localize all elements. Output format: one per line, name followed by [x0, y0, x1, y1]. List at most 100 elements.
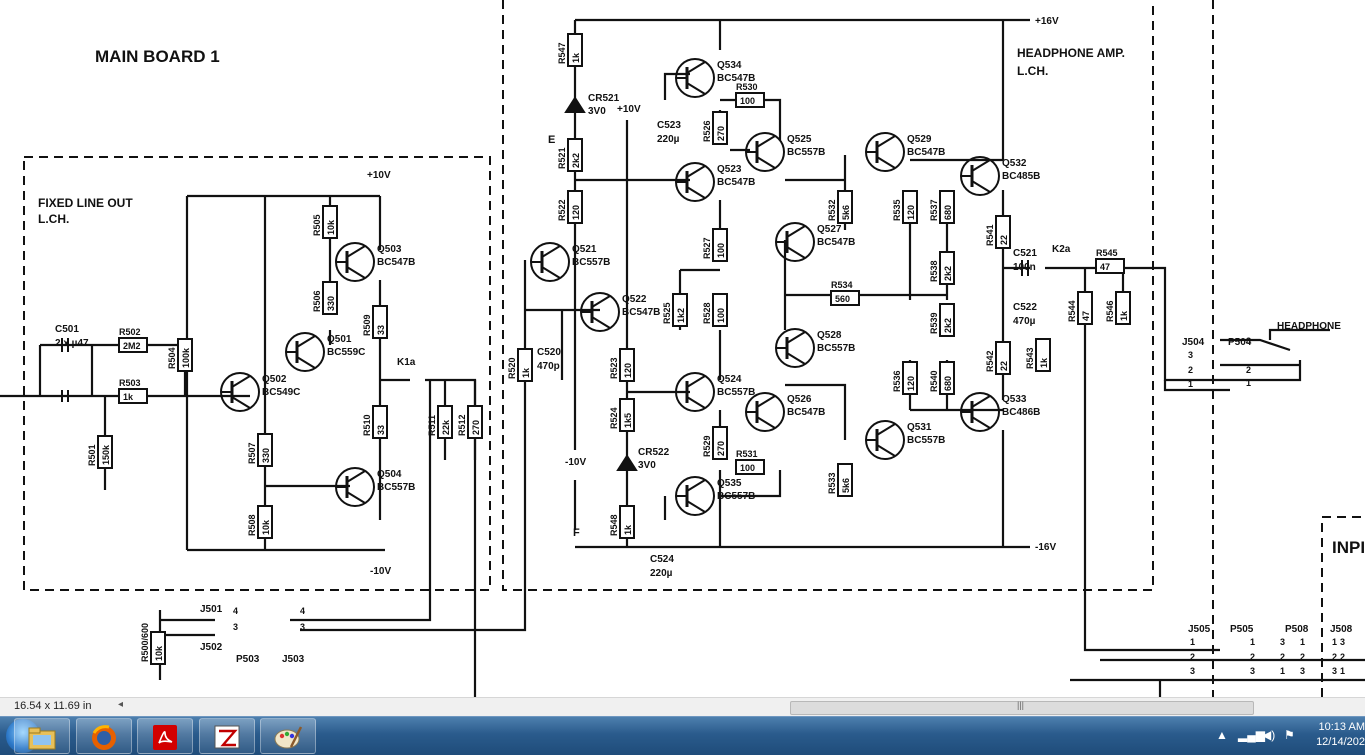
resistor-value: 1k — [623, 524, 633, 535]
tray-expand-icon[interactable]: ▲ — [1216, 728, 1228, 742]
transistor-id: Q524 — [717, 374, 742, 385]
resistor-id: R535 — [892, 199, 902, 221]
resistor-symbol — [735, 459, 765, 475]
scroll-left-icon[interactable]: ◂ — [118, 699, 124, 710]
pdf-icon — [153, 725, 177, 750]
transistor-lead — [686, 186, 706, 199]
taskbar-app-adobe-reader[interactable] — [137, 718, 193, 754]
transistor-lead — [756, 395, 776, 408]
transistor-lead — [591, 295, 611, 308]
folder-icon — [28, 727, 56, 750]
taskbar-app-paint[interactable] — [260, 718, 316, 754]
resistor-id: R524 — [609, 407, 619, 429]
resistor-value: 1k2 — [676, 308, 686, 323]
resistor-symbol — [712, 293, 728, 327]
capacitor-id: C524 — [650, 554, 674, 565]
resistor-id: R526 — [702, 120, 712, 142]
resistor-symbol — [1077, 291, 1093, 325]
resistor-id: R507 — [247, 442, 257, 464]
resistor-symbol — [712, 426, 728, 460]
resistor-value: 2k2 — [943, 266, 953, 281]
resistor-value: 22 — [999, 235, 1009, 245]
resistor-symbol — [118, 388, 148, 404]
viewer-icon — [214, 725, 240, 749]
resistor-value: 120 — [906, 205, 916, 220]
capacitor-value: 470p — [537, 361, 560, 372]
connector-label: J504 — [1182, 337, 1205, 348]
action-center-icon[interactable]: ⚑ — [1284, 728, 1295, 742]
taskbar-app-viewer[interactable] — [199, 718, 255, 754]
resistor-symbol — [712, 228, 728, 262]
connector-label: J503 — [282, 654, 305, 665]
resistor-value: 1k — [521, 367, 531, 378]
zener-diode-symbol — [564, 96, 586, 113]
pin-number: 1 — [1190, 637, 1195, 647]
resistor-symbol — [97, 435, 113, 469]
capacitor-id: C522 — [1013, 302, 1037, 313]
transistor-type: BC557B — [717, 387, 755, 398]
resistor-symbol — [995, 341, 1011, 375]
resistor-id: R501 — [87, 444, 97, 466]
transistor-id: Q535 — [717, 478, 742, 489]
transistor-type: BC547B — [817, 237, 855, 248]
resistor-symbol — [257, 433, 273, 467]
connector-label: P503 — [236, 654, 260, 665]
resistor-value: 33 — [376, 325, 386, 335]
transistor-type: BC485B — [1002, 171, 1040, 182]
resistor-symbol — [735, 92, 765, 108]
pin-number: 2 — [1188, 365, 1193, 375]
resistor-value: 22 — [999, 361, 1009, 371]
transistor-lead — [686, 375, 706, 388]
resistor-value: 270 — [471, 420, 481, 435]
transistor-id: Q521 — [572, 244, 597, 255]
rail-minus10: -10V — [370, 566, 391, 577]
resistor-symbol — [1115, 291, 1131, 325]
transistor-lead — [971, 159, 991, 172]
transistor-id: Q502 — [262, 374, 287, 385]
transistor-type: BC547B — [717, 73, 755, 84]
taskbar-app-firefox[interactable] — [76, 718, 132, 754]
connector-label: P505 — [1230, 624, 1254, 635]
resistor-id: R534 — [831, 280, 853, 290]
pin-number: 3 — [1188, 350, 1193, 360]
transistor-lead — [786, 352, 806, 365]
resistor-id: R512 — [457, 414, 467, 436]
resistor-value: 47 — [1081, 311, 1091, 321]
resistor-value: 10k — [154, 645, 164, 661]
resistor-id: R539 — [929, 312, 939, 334]
transistor-type: BC557B — [572, 257, 610, 268]
scrollbar-grip-icon[interactable]: ||| — [1017, 700, 1025, 710]
pin-number: 3 — [1190, 666, 1195, 676]
pin-number: 3 — [1340, 637, 1345, 647]
connector-label: J502 — [200, 642, 223, 653]
resistor-value: 680 — [943, 205, 953, 220]
resistor-id: R542 — [985, 350, 995, 372]
resistor-id: R531 — [736, 449, 758, 459]
resistor-symbol — [567, 33, 583, 67]
status-bar: 16.54 x 11.69 in ◂ ||| — [0, 697, 1365, 717]
network-icon[interactable]: ▂▄▆ — [1238, 728, 1265, 742]
resistor-id: R510 — [362, 414, 372, 436]
resistor-id: R508 — [247, 514, 257, 536]
volume-icon[interactable]: ◀) — [1262, 728, 1276, 742]
rail-plus10: +10V — [367, 170, 391, 181]
diode-id: CR522 — [638, 447, 670, 458]
resistor-id: R548 — [609, 514, 619, 536]
relay-contact-label: K2a — [1052, 244, 1071, 255]
system-clock[interactable]: 10:13 AM 12/14/202 — [1300, 720, 1365, 750]
pin-number: 3 — [1280, 637, 1285, 647]
resistor-symbol — [902, 190, 918, 224]
taskbar-app-explorer[interactable] — [14, 718, 70, 754]
transistor-lead — [786, 225, 806, 238]
resistor-value: 1k — [123, 392, 134, 402]
horizontal-scrollbar[interactable]: ||| — [790, 700, 1254, 715]
transistor-id: Q531 — [907, 422, 932, 433]
transistor-lead — [686, 396, 706, 409]
resistor-id: R503 — [119, 378, 141, 388]
rail-plus16: +16V — [1035, 16, 1059, 27]
pin-number: 3 — [1246, 336, 1251, 346]
resistor-id: R522 — [557, 199, 567, 221]
transistor-lead — [876, 135, 896, 148]
transistor-type: BC547B — [622, 307, 660, 318]
